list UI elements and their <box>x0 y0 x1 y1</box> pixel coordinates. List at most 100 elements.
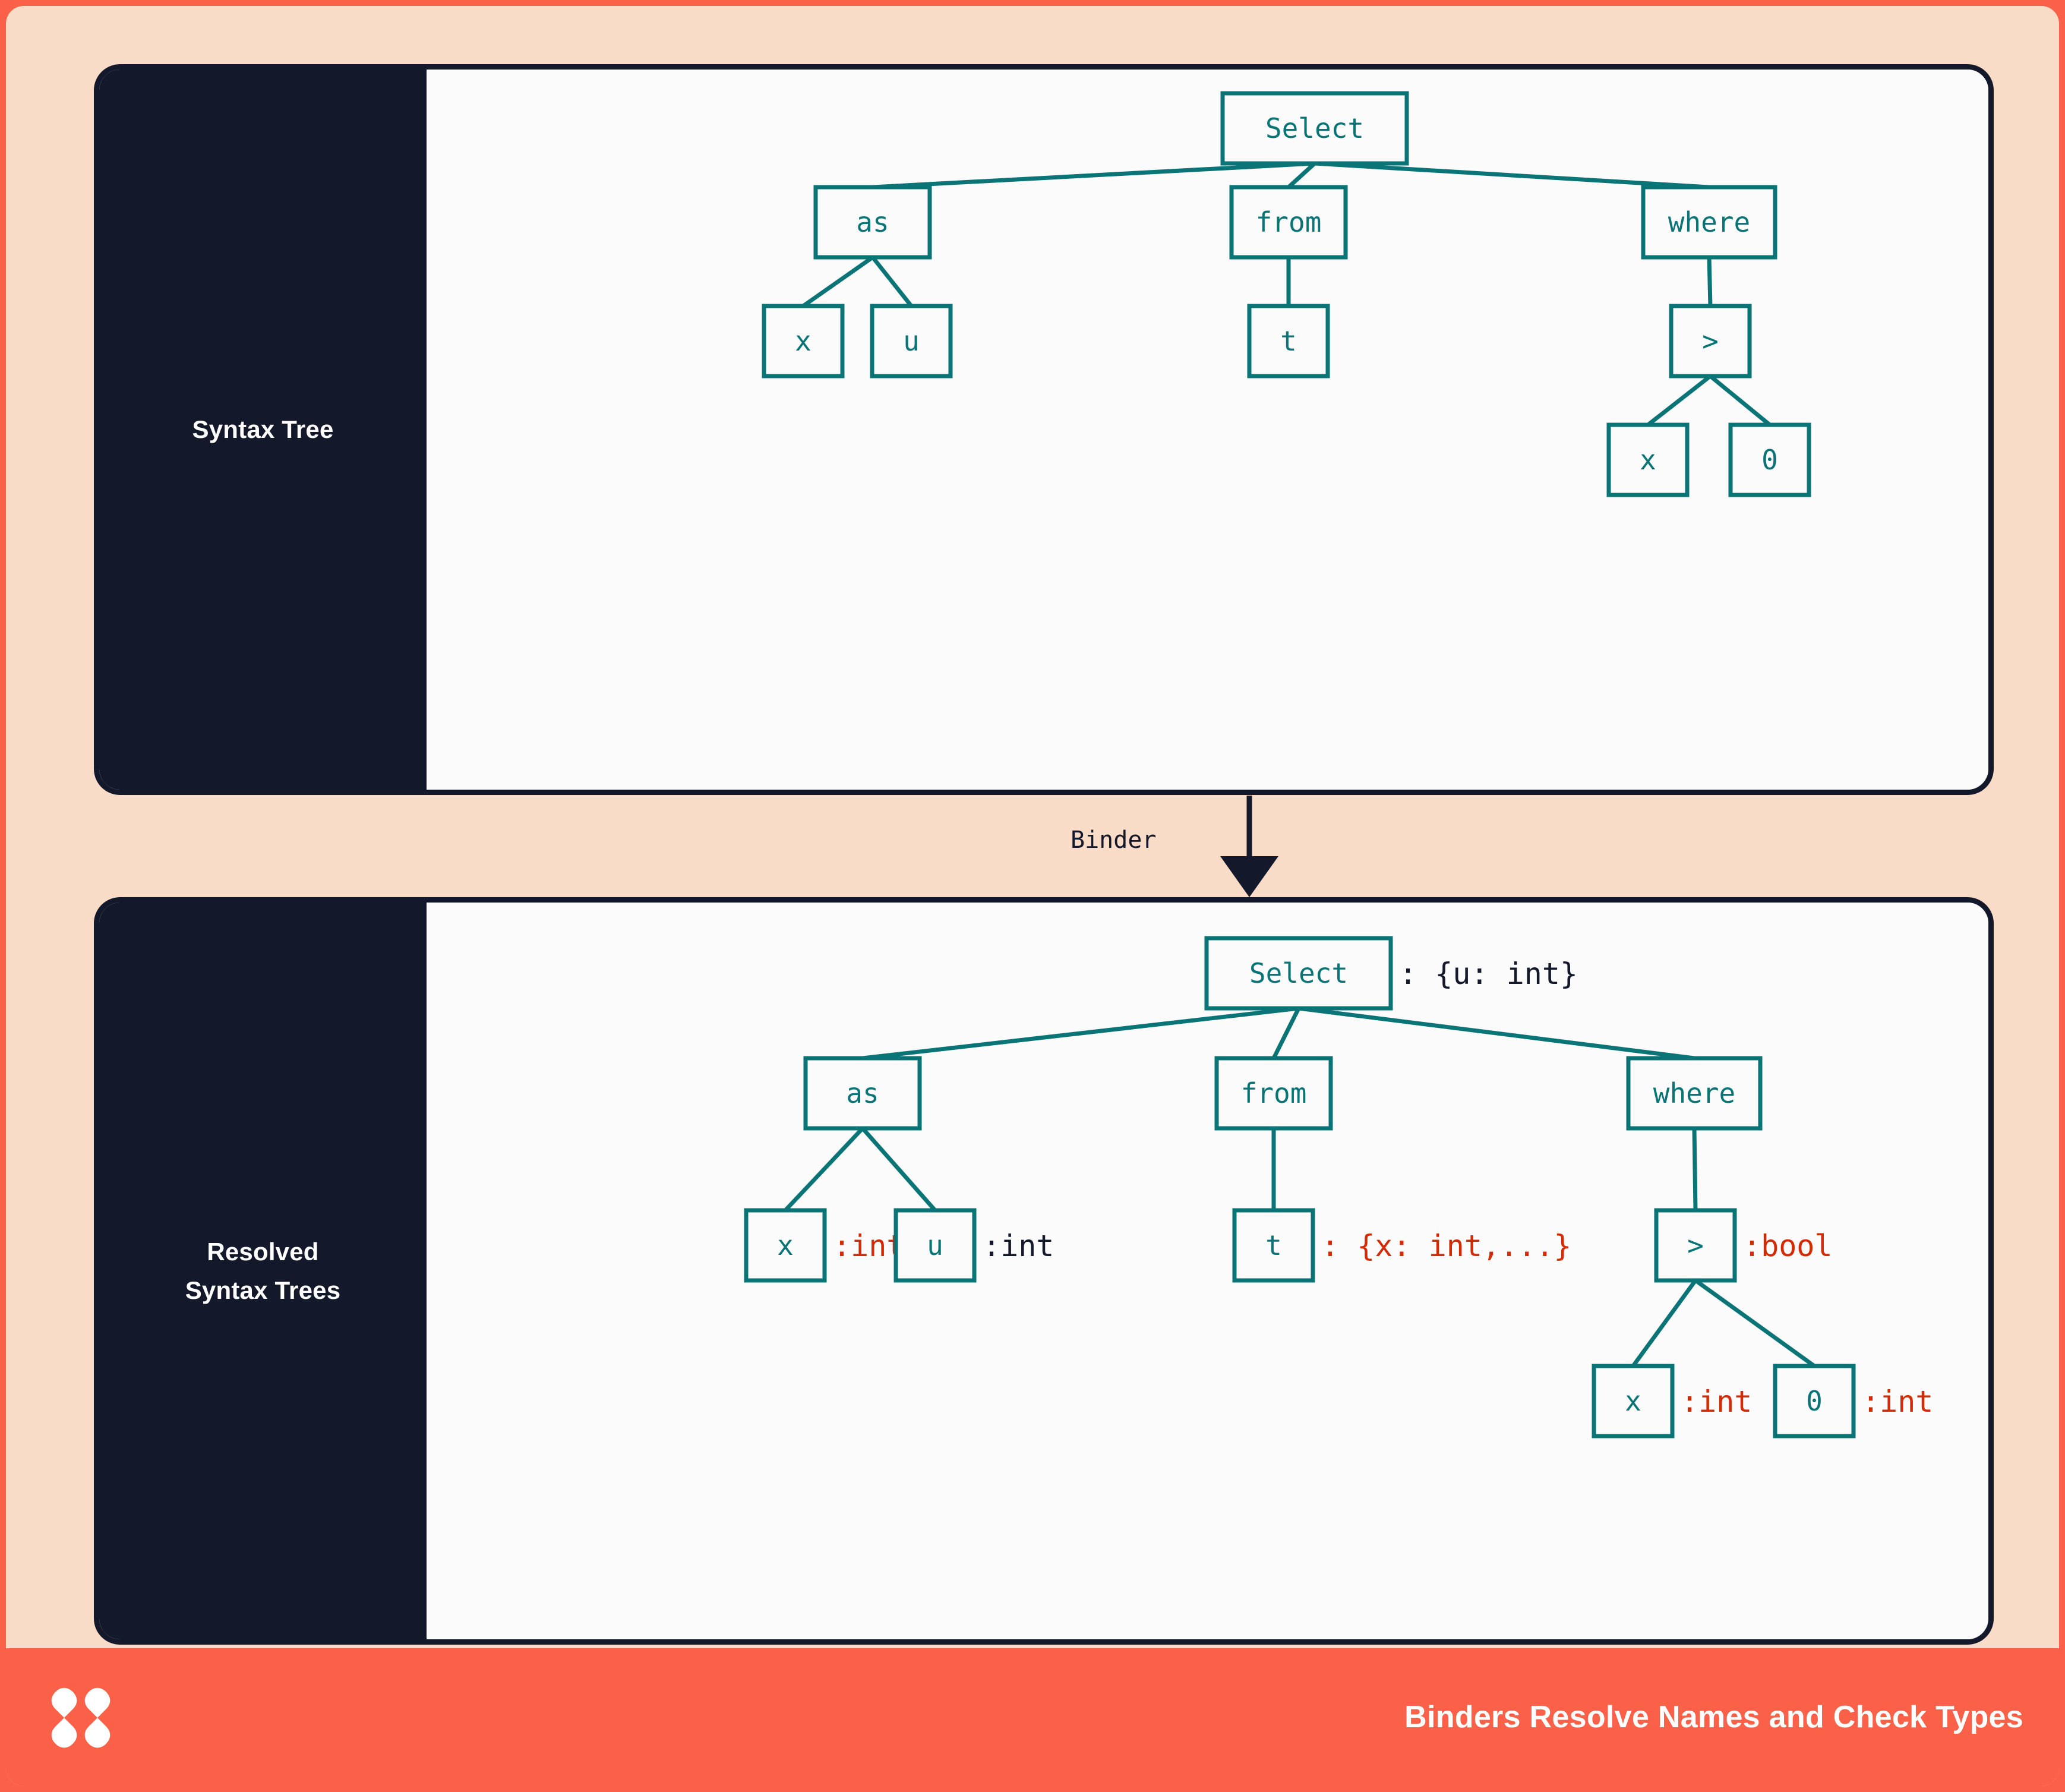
tree-node-box[interactable] <box>1220 91 1409 166</box>
tree-node-box[interactable] <box>813 185 932 260</box>
tree-node[interactable]: u :int <box>893 1208 1054 1283</box>
sidebar-label-syntax-tree: Syntax Tree <box>192 415 334 444</box>
tree-node[interactable]: from <box>1214 1056 1333 1131</box>
tree-node-label: u <box>903 325 920 357</box>
sidebar-syntax-tree: Syntax Tree <box>99 70 427 790</box>
tree-node[interactable]: 0 :int <box>1773 1364 1933 1438</box>
tree-node[interactable]: > <box>1669 304 1752 378</box>
tree-edge <box>861 1127 937 1212</box>
tree-node-type-annotation: :int <box>983 1229 1054 1263</box>
syntax-tree-graphic: Select as from where x u t > x 0 <box>762 91 1811 497</box>
tree-edge <box>1707 257 1713 307</box>
tree-node-label: where <box>1668 206 1750 238</box>
tree-node[interactable]: x :int <box>744 1208 904 1283</box>
tree-edge <box>1314 161 1710 190</box>
tree-node-label: from <box>1256 206 1322 238</box>
tree-node[interactable]: x <box>1606 422 1690 497</box>
tree-node-box[interactable] <box>1229 185 1348 260</box>
tree-node[interactable]: x :int <box>1592 1364 1752 1438</box>
tree-node-box[interactable] <box>1626 1056 1763 1131</box>
tree-node[interactable]: > :bool <box>1654 1208 1833 1283</box>
footer-title: Binders Resolve Names and Check Types <box>1404 1700 2023 1734</box>
tree-node-box[interactable] <box>1728 422 1811 497</box>
tree-node-label: > <box>1702 325 1719 357</box>
tree-node[interactable]: Select <box>1220 91 1409 166</box>
tree-node-label: x <box>777 1229 794 1261</box>
tree-area-resolved-syntax-trees: Select : {u: int} as from where x :int u :int t : … <box>427 903 1988 1639</box>
sidebar-label-line: Resolved <box>207 1237 319 1266</box>
tree-node[interactable]: as <box>813 185 932 260</box>
tree-node[interactable]: where <box>1626 1056 1763 1131</box>
tree-edge <box>871 255 913 308</box>
tree-node-type-annotation: :int <box>1862 1384 1933 1419</box>
tree-node-box[interactable] <box>893 1208 977 1283</box>
tree-edge <box>862 1006 1299 1061</box>
tree-node-box[interactable] <box>1669 304 1752 378</box>
tree-node-label: where <box>1653 1077 1735 1109</box>
tree-edge <box>1694 1279 1816 1368</box>
tree-node[interactable]: from <box>1229 185 1348 260</box>
tree-node-type-annotation: :int <box>1681 1384 1752 1419</box>
tree-edges <box>801 161 1772 427</box>
tree-node-box[interactable] <box>744 1208 827 1283</box>
tree-edge <box>872 161 1315 190</box>
tree-node-box[interactable] <box>803 1056 922 1131</box>
tree-node-box[interactable] <box>1592 1364 1675 1438</box>
tree-node-label: Select <box>1265 112 1364 144</box>
tree-node-type-annotation: : {x: int,...} <box>1321 1229 1571 1263</box>
tree-node-box[interactable] <box>1214 1056 1333 1131</box>
tree-node-box[interactable] <box>1773 1364 1856 1438</box>
tree-node[interactable]: as <box>803 1056 922 1131</box>
tree-node-label: 0 <box>1761 444 1778 476</box>
tree-node[interactable]: u <box>870 304 953 378</box>
tree-node-label: t <box>1280 325 1297 357</box>
tree-node-label: t <box>1265 1229 1282 1261</box>
tree-node-box[interactable] <box>1641 185 1777 260</box>
binder-arrow-icon <box>1220 796 1278 897</box>
tree-node-label: x <box>795 325 812 357</box>
tree-edge <box>1298 1006 1695 1061</box>
binder-transition: Binder <box>94 796 1994 897</box>
tree-node-box[interactable] <box>762 304 845 378</box>
butterfly-x-logo-icon <box>51 1687 110 1748</box>
tree-node-label: as <box>846 1077 879 1109</box>
tree-node-label: 0 <box>1806 1385 1823 1417</box>
tree-edges <box>784 1006 1816 1368</box>
tree-node-box[interactable] <box>1606 422 1690 497</box>
tree-node-label: > <box>1687 1229 1704 1261</box>
sidebar-label-line: Syntax Trees <box>185 1276 341 1304</box>
tree-edge <box>1709 374 1772 427</box>
tree-node-box[interactable] <box>870 304 953 378</box>
tree-node-label: as <box>856 206 889 238</box>
tree-node[interactable]: Select : {u: int} <box>1204 936 1578 1011</box>
tree-node-box[interactable] <box>1232 1208 1315 1283</box>
tree-edge <box>784 1127 864 1212</box>
tree-node[interactable]: t : {x: int,...} <box>1232 1208 1571 1283</box>
tree-node-type-annotation: : {u: int} <box>1399 957 1578 991</box>
tree-node[interactable]: where <box>1641 185 1777 260</box>
tree-node-type-annotation: :int <box>833 1229 904 1263</box>
tree-node-label: u <box>927 1229 943 1261</box>
footer-bar: Binders Resolve Names and Check Types <box>6 1648 2059 1786</box>
tree-node-label: x <box>1625 1385 1641 1417</box>
tree-node-box[interactable] <box>1654 1208 1737 1283</box>
tree-node-label: Select <box>1249 957 1348 989</box>
tree-edge <box>1271 1007 1301 1059</box>
tree-node-label: x <box>1640 444 1656 476</box>
tree-node-label: from <box>1241 1077 1307 1109</box>
diagram-canvas: Syntax Tree Select as from where x u t > x 0 Bind… <box>6 6 2059 1786</box>
panel-syntax-tree: Syntax Tree Select as from where x u t > x 0 <box>94 64 1994 795</box>
tree-node-box[interactable] <box>1247 304 1330 378</box>
binder-label: Binder <box>1071 826 1157 854</box>
tree-node-box[interactable] <box>1204 936 1393 1011</box>
tree-edge <box>1646 374 1712 427</box>
tree-edge <box>1631 1279 1697 1368</box>
tree-node[interactable]: 0 <box>1728 422 1811 497</box>
tree-node-type-annotation: :bool <box>1743 1229 1833 1263</box>
tree-area-syntax-tree: Select as from where x u t > x 0 <box>427 70 1988 790</box>
tree-node[interactable]: t <box>1247 304 1330 378</box>
tree-node[interactable]: x <box>762 304 845 378</box>
